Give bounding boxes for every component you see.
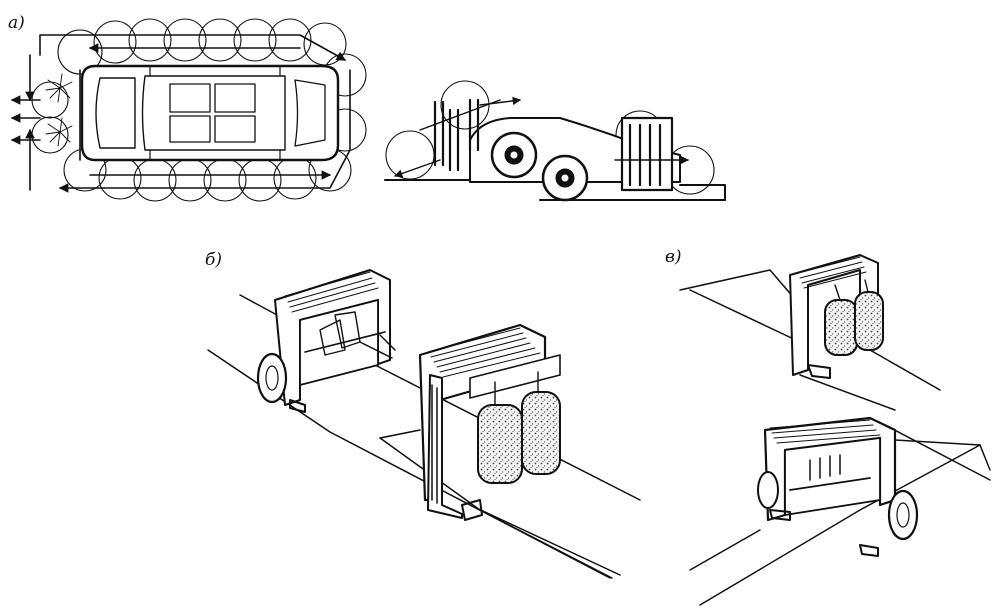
panel-c-track-lines [679, 269, 991, 606]
panel-b-label: б) [205, 250, 222, 270]
car-top-view [80, 64, 340, 162]
panel-a: а) [8, 13, 367, 202]
panel-a-label: а) [8, 13, 25, 33]
side-view [384, 80, 726, 202]
upper-gantry [789, 254, 884, 379]
spray-bursts [45, 73, 73, 147]
side-view-gantry-left [394, 96, 522, 178]
far-side-brush [256, 352, 288, 404]
top-view-brush-circles [31, 18, 367, 202]
upper-brush-right [854, 291, 884, 351]
side-view-gantry-right [614, 116, 690, 192]
near-brush-left [477, 404, 523, 484]
lower-gantry [757, 416, 919, 557]
far-gantry [256, 269, 396, 413]
lower-side-brush-left [757, 471, 779, 509]
wash-path-arrows [10, 34, 351, 193]
lower-side-brush-right [887, 489, 919, 541]
near-brush-right [521, 391, 561, 475]
upper-brush-left [824, 299, 858, 356]
panel-c-label: в) [665, 247, 682, 267]
near-gantry [418, 323, 561, 521]
panel-c: в) [665, 247, 991, 606]
panel-b: б) [205, 250, 641, 579]
